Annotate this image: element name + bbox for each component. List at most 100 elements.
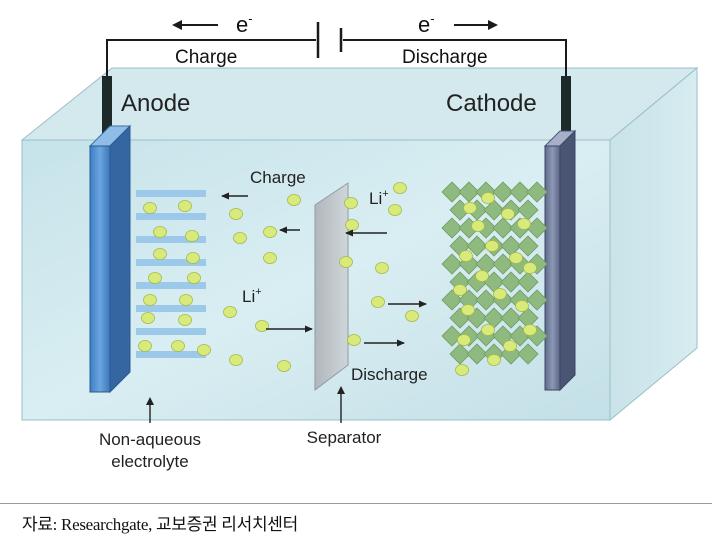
lithium-ion — [471, 220, 485, 232]
circuit-wire-left — [106, 39, 316, 82]
lithium-ion — [475, 270, 489, 282]
cathode-crystal — [475, 289, 497, 311]
cathode-crystal — [441, 325, 463, 347]
cathode-crystal — [449, 343, 471, 365]
cathode-crystal — [509, 181, 531, 203]
lithium-ion — [178, 200, 192, 212]
lithium-ion — [263, 226, 277, 238]
cathode-electrode — [543, 129, 577, 392]
lithium-ion — [141, 312, 155, 324]
source-caption: 자료: Researchgate, 교보증권 리서치센터 — [22, 515, 298, 534]
lithium-ion — [255, 320, 269, 332]
lithium-ion — [345, 219, 359, 231]
lithium-ion — [143, 202, 157, 214]
cathode-crystal — [492, 217, 514, 239]
lithium-ion — [461, 304, 475, 316]
lithium-ion — [153, 248, 167, 260]
anode-graphite-layers — [136, 190, 206, 358]
lithium-ion — [344, 197, 358, 209]
li-ion-label-right: Li+ — [369, 188, 389, 208]
lithium-ion — [375, 262, 389, 274]
lithium-ion — [523, 324, 537, 336]
lithium-ion — [186, 252, 200, 264]
cathode-crystal — [492, 253, 514, 275]
lithium-ion — [143, 294, 157, 306]
cathode-crystal — [483, 199, 505, 221]
lithium-ion — [405, 310, 419, 322]
cathode-crystal — [517, 343, 539, 365]
lithium-ion — [388, 204, 402, 216]
lithium-ion — [457, 334, 471, 346]
electron-label-discharge: e- — [418, 11, 435, 37]
cathode-crystal — [500, 307, 522, 329]
lithium-ion — [463, 202, 477, 214]
separator — [314, 182, 349, 392]
lithium-ion — [178, 314, 192, 326]
ion-flow-arrows — [221, 192, 427, 347]
lithium-ion — [153, 226, 167, 238]
circuit-wire-right — [343, 39, 567, 82]
cathode-crystal — [441, 181, 463, 203]
lithium-ion — [347, 334, 361, 346]
callout-arrows — [146, 386, 345, 423]
source-divider — [0, 503, 712, 504]
circuit-discharge-label: Discharge — [402, 47, 488, 68]
cathode-label: Cathode — [446, 90, 537, 117]
lithium-ion — [229, 354, 243, 366]
cathode-crystal — [526, 289, 548, 311]
cathode-crystal — [517, 235, 539, 257]
lithium-ion — [171, 340, 185, 352]
lithium-ion — [453, 284, 467, 296]
cathode-crystal — [517, 271, 539, 293]
lithium-ion — [393, 182, 407, 194]
lithium-ion — [223, 306, 237, 318]
electron-label-charge: e- — [236, 11, 253, 37]
anode-terminal — [102, 76, 112, 138]
electron-arrow-discharge — [454, 20, 498, 30]
lithium-ion — [339, 256, 353, 268]
lithium-ion — [148, 272, 162, 284]
lithium-ion — [503, 340, 517, 352]
lithium-ion — [487, 354, 501, 366]
flow-discharge-label: Discharge — [351, 365, 428, 384]
cathode-crystal — [458, 181, 480, 203]
cathode-crystal — [500, 271, 522, 293]
lithium-ion — [509, 252, 523, 264]
lithium-ion — [481, 192, 495, 204]
external-circuit — [106, 22, 567, 82]
lithium-ion — [481, 324, 495, 336]
lithium-ion — [493, 288, 507, 300]
li-ion-label-left: Li+ — [242, 286, 262, 306]
lithium-ion — [371, 296, 385, 308]
lithium-ion — [277, 360, 291, 372]
lithium-ion — [287, 194, 301, 206]
circuit-charge-label: Charge — [175, 47, 237, 68]
separator-label: Separator — [307, 428, 382, 447]
lithium-ion — [185, 230, 199, 242]
anode-label: Anode — [121, 90, 190, 117]
lithium-ion — [459, 250, 473, 262]
cathode-crystal — [466, 235, 488, 257]
lithium-ion — [455, 364, 469, 376]
cathode-crystal — [441, 253, 463, 275]
electrolyte-label-line2: electrolyte — [111, 452, 188, 471]
electron-arrow-charge — [172, 20, 218, 30]
lithium-ion — [517, 218, 531, 230]
lithium-ion — [233, 232, 247, 244]
electrolyte-label-line1: Non-aqueous — [99, 430, 201, 449]
lithium-ion — [515, 300, 529, 312]
lithium-ion — [485, 240, 499, 252]
cathode-crystal — [441, 217, 463, 239]
anode-electrode — [88, 124, 132, 394]
flow-charge-label: Charge — [250, 168, 306, 187]
cathode-crystal — [466, 343, 488, 365]
cathode-crystal — [526, 181, 548, 203]
lithium-ion — [138, 340, 152, 352]
lithium-ion — [229, 208, 243, 220]
lithium-ions — [138, 182, 537, 376]
lithium-ion — [197, 344, 211, 356]
lithium-ion — [179, 294, 193, 306]
lithium-ion — [523, 262, 537, 274]
